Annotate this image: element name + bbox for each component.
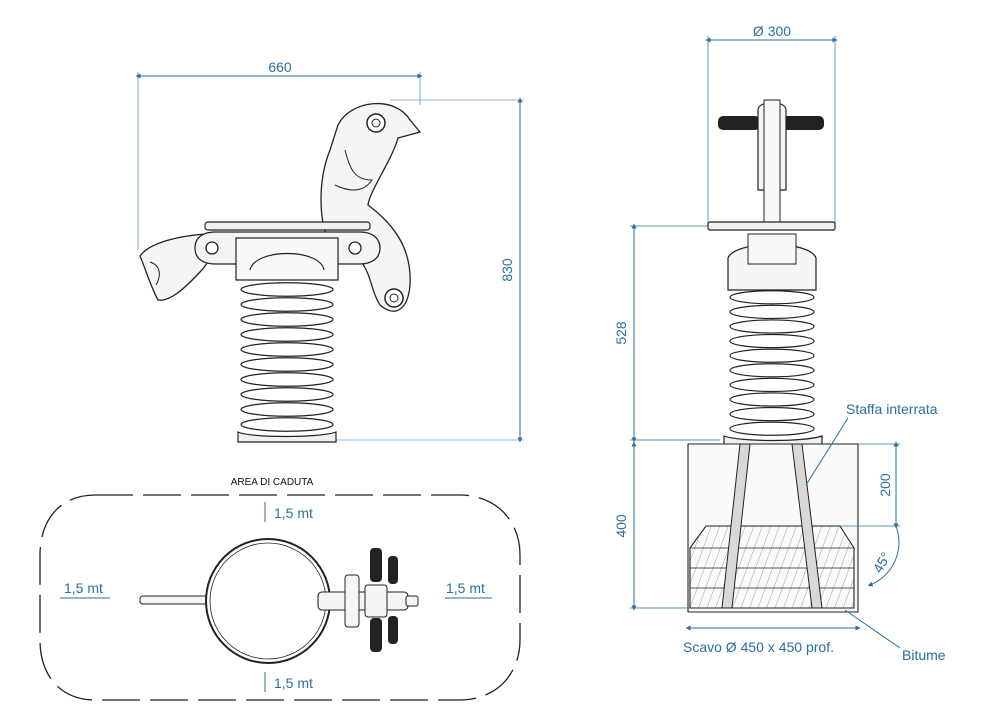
bitumen-label: Bitume [902, 647, 946, 663]
spring [240, 282, 334, 432]
front-view: Ø 300 528 400 200 [613, 23, 946, 663]
handlebar-right-icon [782, 116, 824, 130]
front-seat [707, 221, 836, 231]
fall-area-label: AREA DI CADUTA [231, 477, 314, 488]
spring-base-circle [205, 538, 331, 664]
top-view: AREA DI CADUTA 1,5 mt 1,5 mt 1,5 mt 1,5 … [39, 477, 521, 701]
handlebar-left-icon [718, 116, 760, 130]
bracket-depth-dimension-label: 200 [877, 473, 893, 497]
bracket-label: Staffa interrata [846, 401, 938, 417]
handle-grip-icon [370, 548, 382, 582]
height-dimension-label: 830 [499, 258, 515, 282]
buried-bracket-right [791, 443, 823, 609]
diameter-dimension-label: Ø 300 [753, 23, 791, 39]
width-dimension-label: 660 [268, 59, 292, 75]
excavation-label: Scavo Ø 450 x 450 prof. [683, 639, 834, 655]
fall-area-outline [39, 494, 521, 701]
concrete-footing [689, 525, 855, 609]
depth-dimension-label: 400 [613, 514, 629, 538]
spring-base [237, 431, 337, 443]
front-spring [729, 290, 815, 436]
top-margin-label: 1,5 mt [274, 505, 313, 521]
angle-dimension-label: 45° [869, 549, 893, 575]
seat [204, 221, 371, 231]
front-height-dimension-label: 528 [613, 321, 629, 345]
side-view: 660 830 [135, 59, 524, 443]
bottom-margin-label: 1,5 mt [274, 675, 313, 691]
buried-bracket-left [721, 443, 751, 609]
right-margin-label: 1,5 mt [446, 580, 485, 596]
left-margin-label: 1,5 mt [64, 580, 103, 596]
